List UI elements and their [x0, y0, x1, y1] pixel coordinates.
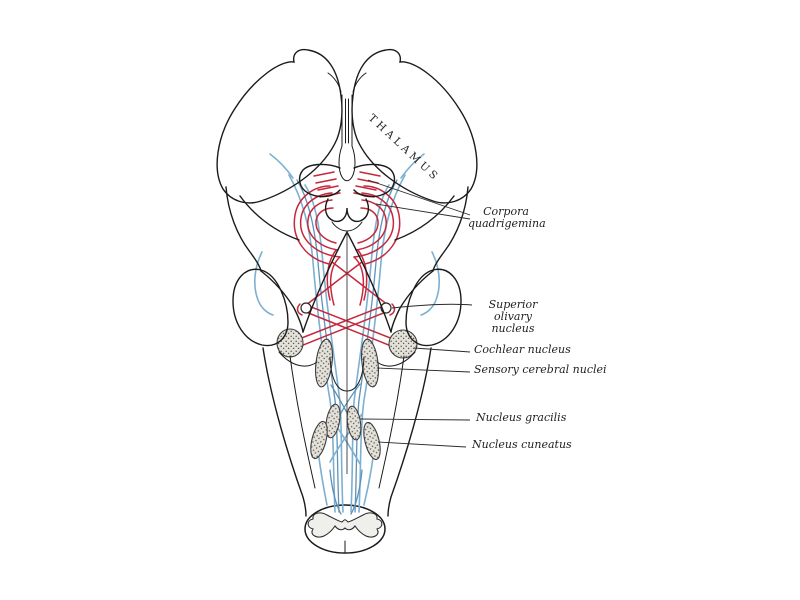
leader-gracilis [359, 418, 471, 421]
medulla-inner-left [289, 355, 316, 489]
label-nucleus-cuneatus: Nucleus cuneatus [472, 438, 572, 451]
leader-corpora-lower [375, 203, 471, 220]
brachium-left [239, 195, 300, 241]
fiber-path [400, 153, 425, 179]
nucleus-cuneatus-left [310, 420, 328, 460]
fiber-path [296, 303, 303, 316]
fiber-path [288, 174, 336, 513]
midbrain-edge-left [225, 186, 262, 272]
fiber-path [304, 184, 344, 513]
nucleus-gracilis-left [325, 403, 341, 439]
fiber-path [358, 174, 406, 513]
medulla-inner-right [378, 355, 405, 489]
leader-sensory [376, 367, 471, 373]
pons-inner-edge-left [260, 270, 304, 333]
striae-right [376, 351, 416, 367]
inferior-colliculi [324, 198, 370, 223]
third-ventricle [327, 72, 367, 147]
label-line: quadrigemina [468, 217, 546, 230]
fiber-path [329, 469, 342, 515]
thalamus-right-outline [351, 48, 478, 204]
label-line: Superior olivary [488, 298, 538, 323]
fiber-path [329, 256, 341, 306]
fiber-path [359, 171, 381, 177]
label-sensory-cerebral-nuclei: Sensory cerebral nuclei [474, 363, 607, 376]
leader-corpora-upper [367, 179, 471, 216]
sensory-cerebral-nucleus-right [360, 338, 380, 388]
decussation-fiber [331, 261, 389, 306]
superior-olivary-nucleus-left [300, 302, 312, 314]
leader-cuneatus [377, 441, 467, 448]
leader-cochlear [413, 347, 471, 353]
brainstem-outline [216, 48, 478, 517]
sensory-nuclei-arch [329, 356, 365, 392]
superior-colliculus-left [298, 163, 341, 198]
label-line: nucleus [491, 322, 535, 335]
cerebellar-peduncle-right [405, 268, 462, 347]
fiber-path [307, 199, 339, 251]
thalamus-left-outline [216, 48, 343, 204]
cerebellar-peduncle-left [232, 268, 289, 347]
fiber-path [389, 303, 396, 316]
label-line: Corpora [483, 205, 529, 218]
sensory-cerebral-nucleus-left [314, 338, 334, 388]
striae-left [278, 351, 318, 367]
label-corpora-quadrigemina: Corpora quadrigemina [468, 205, 546, 230]
decussation-fiber [305, 261, 363, 306]
leader-superior-olivary [391, 303, 473, 309]
fiber-path [420, 251, 441, 316]
decussation-fiber [295, 311, 387, 349]
fiber-path [269, 153, 294, 179]
medulla-edge-left [262, 347, 307, 517]
spinal-cord-section [304, 504, 386, 554]
fiber-path [355, 185, 377, 191]
cochlear-nucleus-left [276, 328, 304, 358]
fiber-path [313, 171, 335, 177]
cord-gray-matter [307, 512, 383, 538]
nuclei [276, 302, 418, 461]
nucleus-cuneatus-right [363, 421, 381, 461]
frenulum [331, 221, 363, 232]
midbrain-edge-right [432, 186, 469, 272]
fiber-path [293, 185, 331, 265]
superior-colliculus-right [353, 163, 396, 198]
brachium-right [394, 195, 455, 241]
label-superior-olivary-nucleus: Superior olivary nucleus [474, 299, 552, 335]
pineal-body [338, 145, 356, 182]
pons-inner-edge-right [390, 270, 434, 333]
nucleus-gracilis-right [346, 405, 362, 441]
fiber-path [350, 469, 363, 515]
label-nucleus-gracilis: Nucleus gracilis [476, 411, 567, 424]
fiber-path [253, 251, 274, 316]
leader-lines [359, 179, 473, 448]
fiber-path [355, 199, 387, 251]
fiber-path [353, 256, 365, 306]
fiber-path [315, 178, 337, 184]
lateral-lemniscus-fibers [293, 171, 401, 349]
fiber-path [317, 185, 339, 191]
fiber-path [363, 185, 401, 265]
label-cochlear-nucleus: Cochlear nucleus [474, 343, 571, 356]
medulla-edge-right [387, 347, 432, 517]
